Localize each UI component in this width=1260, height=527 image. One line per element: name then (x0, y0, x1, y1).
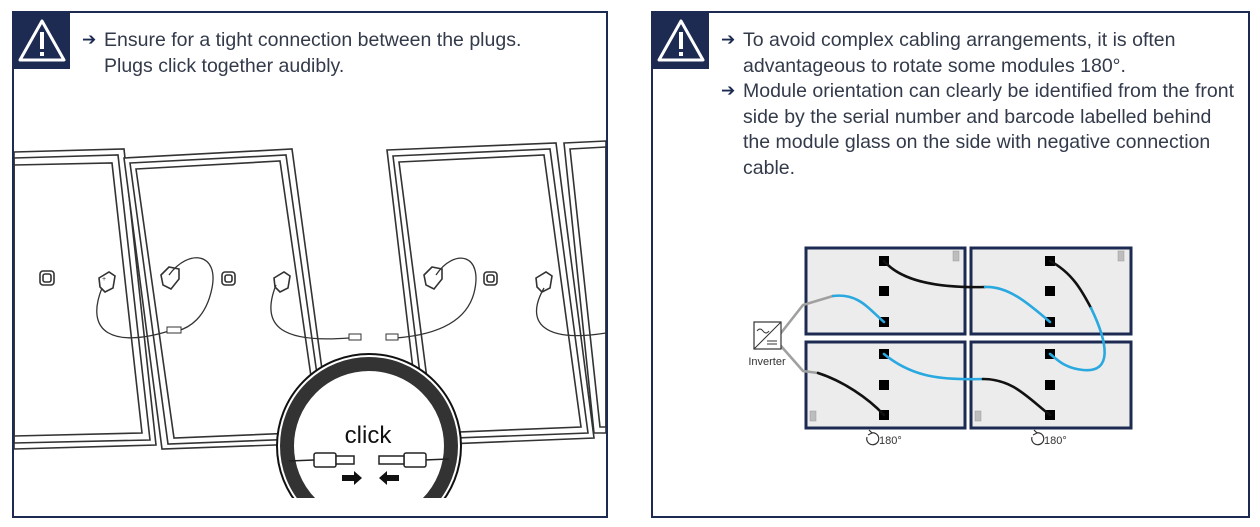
wiring-cables (779, 259, 1106, 417)
warning-triangle-icon (14, 13, 70, 69)
cable-connectors (166, 326, 399, 341)
plug-connection-illustration: + (14, 140, 606, 516)
right-instruction-text: ➔ To avoid complex cabling arrangements,… (721, 28, 1241, 181)
bullet-1-text: To avoid complex cabling arrangements, i… (743, 29, 1176, 77)
solar-module-4 (563, 140, 606, 434)
right-instruction-panel: ➔ To avoid complex cabling arrangements,… (651, 11, 1250, 518)
rotation-label-2: 180° (1044, 435, 1067, 447)
solar-module-1 (14, 148, 157, 450)
inverter-label: Inverter (748, 356, 786, 368)
click-magnifier (274, 353, 474, 516)
solar-module-2: + (98, 148, 333, 450)
bullet-item: ➔ Ensure for a tight connection between … (82, 28, 592, 79)
module-wiring-diagram: Inverter 180° 180° (748, 246, 1133, 447)
left-instruction-text: ➔ Ensure for a tight connection between … (82, 28, 592, 79)
barcode-labels (809, 250, 1125, 422)
arrow-right-icon: ➔ (82, 30, 97, 50)
svg-text:+: + (102, 276, 106, 283)
solar-module-3 (386, 142, 595, 446)
bullet-item-2: ➔ Module orientation can clearly be iden… (721, 79, 1241, 181)
click-label: click (345, 422, 393, 449)
bullet-2-text: Module orientation can clearly be identi… (743, 80, 1235, 179)
arrow-right-icon: ➔ (721, 30, 736, 50)
left-instruction-panel: + (12, 11, 608, 518)
instruction-line-2: Plugs click together audibly. (104, 54, 345, 77)
rotate-icon (866, 429, 1045, 446)
inverter-icon (753, 321, 782, 350)
arrow-right-icon: ➔ (721, 81, 736, 101)
module-grid (804, 246, 1133, 430)
module-cables (96, 257, 606, 340)
instruction-line-1: Ensure for a tight connection between th… (104, 29, 522, 51)
bullet-item-1: ➔ To avoid complex cabling arrangements,… (721, 28, 1241, 79)
rotation-label-1: 180° (879, 435, 902, 447)
warning-triangle-icon (653, 13, 709, 69)
